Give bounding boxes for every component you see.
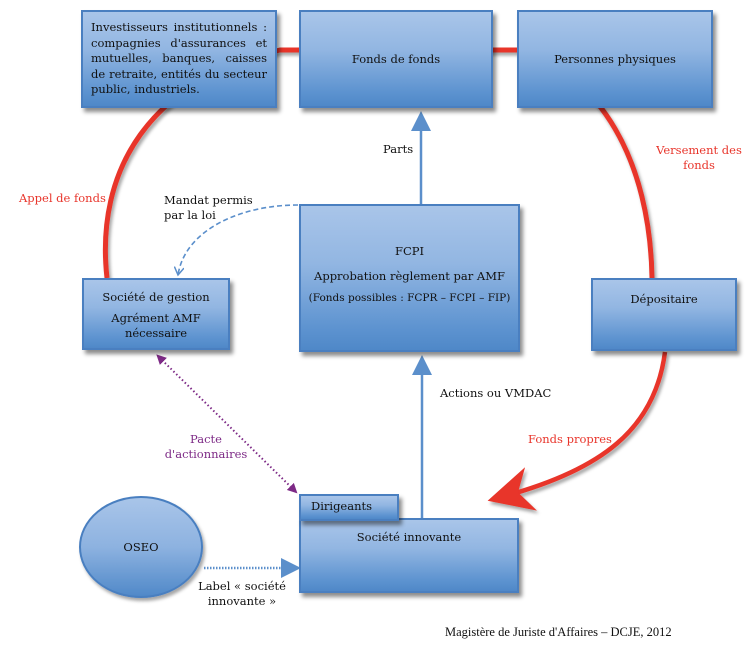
depositaire-label: Dépositaire [630, 292, 698, 306]
fonds-propres-arrow [487, 351, 668, 511]
fcpi-subtitle: Approbation règlement par AMF [314, 268, 505, 283]
label-societe-innovante-label: Label « société innovante » [194, 579, 290, 609]
versement-label: Versement des fonds [651, 143, 747, 173]
societe-innovante-label: Société innovante [356, 530, 462, 544]
fcpi-title: FCPI [394, 244, 425, 258]
fonds-propres-label: Fonds propres [528, 432, 612, 446]
depositaire-node: Dépositaire [591, 278, 737, 351]
actions-label: Actions ou VMDAC [440, 386, 552, 400]
societe-de-gestion-subtitle-2: nécessaire [124, 325, 188, 340]
pacte-label: Pacte d'actionnaires [160, 432, 252, 462]
fonds-de-fonds-label: Fonds de fonds [351, 52, 441, 66]
footer-credit: Magistère de Juriste d'Affaires – DCJE, … [445, 625, 672, 639]
pacte-line-2: d'actionnaires [164, 446, 248, 461]
investisseurs-node: Investisseurs institutionnels : compagni… [81, 10, 277, 108]
mandat-line-1: Mandat permis [164, 193, 253, 207]
versement-line-1: Versement des [656, 143, 742, 157]
oseo-node-shape [79, 496, 203, 598]
dirigeants-node: Dirigeants [299, 494, 399, 521]
pacte-line-1: Pacte [190, 432, 222, 446]
personnes-physiques-node: Personnes physiques [517, 10, 713, 108]
mandat-dashed-arrow [178, 204, 299, 275]
fcpi-node: FCPI Approbation règlement par AMF (Fond… [299, 204, 520, 352]
societe-de-gestion-title: Société de gestion [102, 290, 210, 304]
societe-innovante-node: Société innovante [299, 518, 519, 593]
mandat-line-2: par la loi [164, 207, 216, 222]
mandat-label: Mandat permis par la loi [164, 193, 253, 223]
personnes-physiques-label: Personnes physiques [554, 52, 676, 66]
investisseurs-label: Investisseurs institutionnels : compagni… [91, 20, 267, 97]
appel-de-fonds-arc [102, 47, 655, 279]
societe-de-gestion-node: Société de gestion Agrément AMF nécessai… [82, 278, 230, 350]
oseo-label: OSEO [123, 540, 159, 554]
societe-de-gestion-subtitle-1: Agrément AMF [111, 310, 201, 325]
label-line-1: Label « société [198, 579, 286, 593]
fcpi-note: (Fonds possibles : FCPR – FCPI – FIP) [308, 291, 511, 304]
label-line-2: innovante » [207, 593, 277, 608]
fonds-de-fonds-node: Fonds de fonds [299, 10, 493, 108]
appel-de-fonds-label: Appel de fonds [19, 191, 106, 205]
parts-label: Parts [383, 142, 414, 156]
versement-line-2: fonds [683, 157, 715, 172]
pacte-dotted-arrow [156, 354, 298, 494]
dirigeants-label: Dirigeants [311, 499, 373, 513]
